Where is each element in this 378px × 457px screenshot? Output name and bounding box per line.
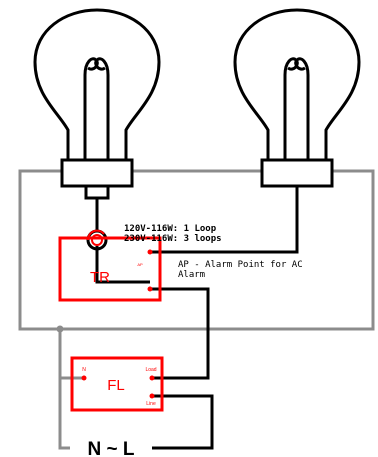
filter-n-terminal xyxy=(81,375,87,381)
filter-n-label: N xyxy=(82,367,86,373)
filter-load-label: Load xyxy=(145,367,156,373)
light-bulb-icon xyxy=(33,8,161,200)
mains-label: N ~ L xyxy=(88,439,135,457)
loop-note-line2: 230V-116W: 3 loops xyxy=(124,234,222,244)
black-wires xyxy=(95,186,299,450)
transformer-terminal-label: AP xyxy=(137,262,143,267)
filter-label: FL xyxy=(107,377,125,394)
transformer-label: TR xyxy=(90,269,110,286)
fixture-frame xyxy=(18,169,375,331)
filter-line-label: Line xyxy=(146,401,156,407)
alarm-note-line2: Alarm xyxy=(178,270,205,280)
filter-line-terminal xyxy=(149,393,155,399)
alarm-note-line1: AP - Alarm Point for AC xyxy=(178,260,303,270)
light-bulb-icon xyxy=(233,8,361,188)
wire-junction xyxy=(56,325,64,333)
filter-load-terminal xyxy=(149,375,155,381)
filter: FL N Load Line xyxy=(70,356,164,412)
loop-note-line1: 120V-116W: 1 Loop xyxy=(124,224,217,234)
transformer-terminal xyxy=(147,249,153,255)
transformer: TR AP xyxy=(58,236,162,302)
transformer-terminal xyxy=(147,286,153,292)
